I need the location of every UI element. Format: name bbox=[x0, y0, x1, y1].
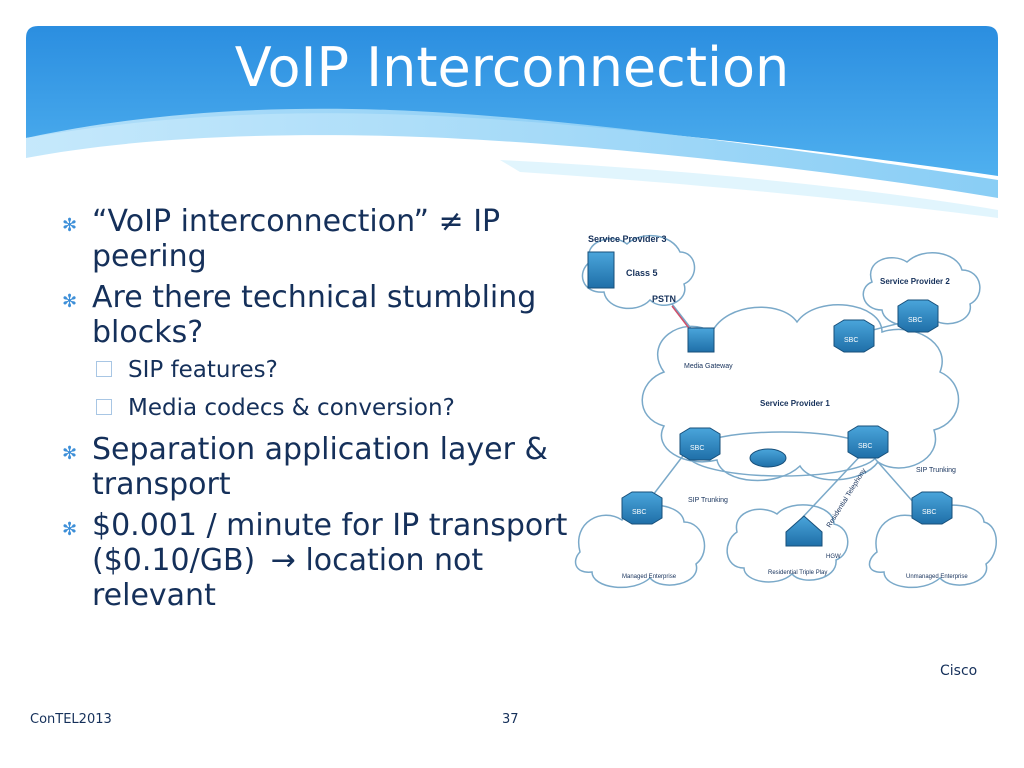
sbc-device-sp2: SBC bbox=[897, 299, 939, 333]
slide-title: VoIP Interconnection bbox=[234, 36, 790, 99]
sbc-device-left: SBC bbox=[679, 427, 721, 461]
sbc-label: SBC bbox=[858, 443, 872, 450]
hgw-house-icon bbox=[785, 515, 823, 547]
sp2-cloud bbox=[862, 252, 981, 327]
sip-trunking-label-right: SIP Trunking bbox=[916, 467, 956, 474]
page-number: 37 bbox=[502, 712, 519, 727]
bullet-text: $0.001 / minute for IP transport ($0.10/… bbox=[92, 508, 568, 578]
sbc-label: SBC bbox=[690, 445, 704, 452]
sub-bullet-box-icon bbox=[96, 399, 112, 415]
bullet-asterisk-icon: ✻ bbox=[62, 291, 78, 312]
sbc-device-managed: SBC bbox=[621, 491, 663, 525]
sp1-label: Service Provider 1 bbox=[760, 399, 830, 408]
title-banner bbox=[26, 26, 998, 218]
media-gateway-icon bbox=[687, 327, 715, 353]
sub-bullet-text: SIP features? bbox=[128, 357, 278, 383]
bullet-list: ✻ “VoIP interconnection” ≠ IP peering ✻ … bbox=[62, 204, 572, 619]
hgw-label: HGW bbox=[826, 554, 841, 560]
bullet-item: ✻ Separation application layer & transpo… bbox=[62, 432, 572, 502]
sbc-label: SBC bbox=[908, 317, 922, 324]
bullet-item: ✻ $0.001 / minute for IP transport ($0.1… bbox=[62, 508, 572, 613]
bullet-item: ✻ Are there technical stumbling blocks? bbox=[62, 280, 572, 350]
media-gateway-label: Media Gateway bbox=[684, 363, 733, 370]
sbc-device-sp1-top: SBC bbox=[833, 319, 875, 353]
sub-bullet-item: SIP features? bbox=[62, 356, 572, 384]
sbc-label: SBC bbox=[922, 509, 936, 516]
network-diagram: Service Provider 3 Class 5 PSTN Media Ga… bbox=[574, 234, 997, 589]
bullet-asterisk-icon: ✻ bbox=[62, 519, 78, 540]
sbc-label: SBC bbox=[844, 337, 858, 344]
sp3-label: Service Provider 3 bbox=[588, 234, 667, 244]
bullet-text: Are there technical stumbling blocks? bbox=[92, 280, 537, 350]
right-arrow-icon: → bbox=[270, 543, 296, 578]
router-center-icon bbox=[749, 448, 787, 468]
bullet-text: “VoIP interconnection” ≠ IP peering bbox=[92, 204, 501, 274]
bullet-text-suffix: location not relevant bbox=[92, 543, 484, 613]
sub-bullet-box-icon bbox=[96, 361, 112, 377]
bullet-asterisk-icon: ✻ bbox=[62, 215, 78, 236]
bullet-asterisk-icon: ✻ bbox=[62, 443, 78, 464]
sip-trunking-label-left: SIP Trunking bbox=[688, 497, 728, 504]
sbc-device-right: SBC bbox=[847, 425, 889, 459]
sp2-label: Service Provider 2 bbox=[880, 277, 950, 286]
class5-label: Class 5 bbox=[626, 268, 658, 278]
pstn-label: PSTN bbox=[652, 294, 676, 304]
sub-bullet-item: Media codecs & conversion? bbox=[62, 394, 572, 422]
bullet-text: Separation application layer & transport bbox=[92, 432, 548, 502]
unmanaged-enterprise-label: Unmanaged Enterprise bbox=[906, 574, 968, 580]
managed-enterprise-cloud bbox=[574, 504, 706, 589]
managed-enterprise-label: Managed Enterprise bbox=[622, 574, 677, 580]
sbc-device-unmanaged: SBC bbox=[911, 491, 953, 525]
sub-bullet-text: Media codecs & conversion? bbox=[128, 395, 455, 421]
image-credit: Cisco bbox=[940, 663, 978, 679]
class5-switch-icon bbox=[587, 251, 615, 289]
bullet-item: ✻ “VoIP interconnection” ≠ IP peering bbox=[62, 204, 572, 274]
footer-conference: ConTEL2013 bbox=[30, 712, 112, 727]
sbc-label: SBC bbox=[632, 509, 646, 516]
residential-triple-play-label: Residential Triple Play bbox=[768, 570, 827, 576]
